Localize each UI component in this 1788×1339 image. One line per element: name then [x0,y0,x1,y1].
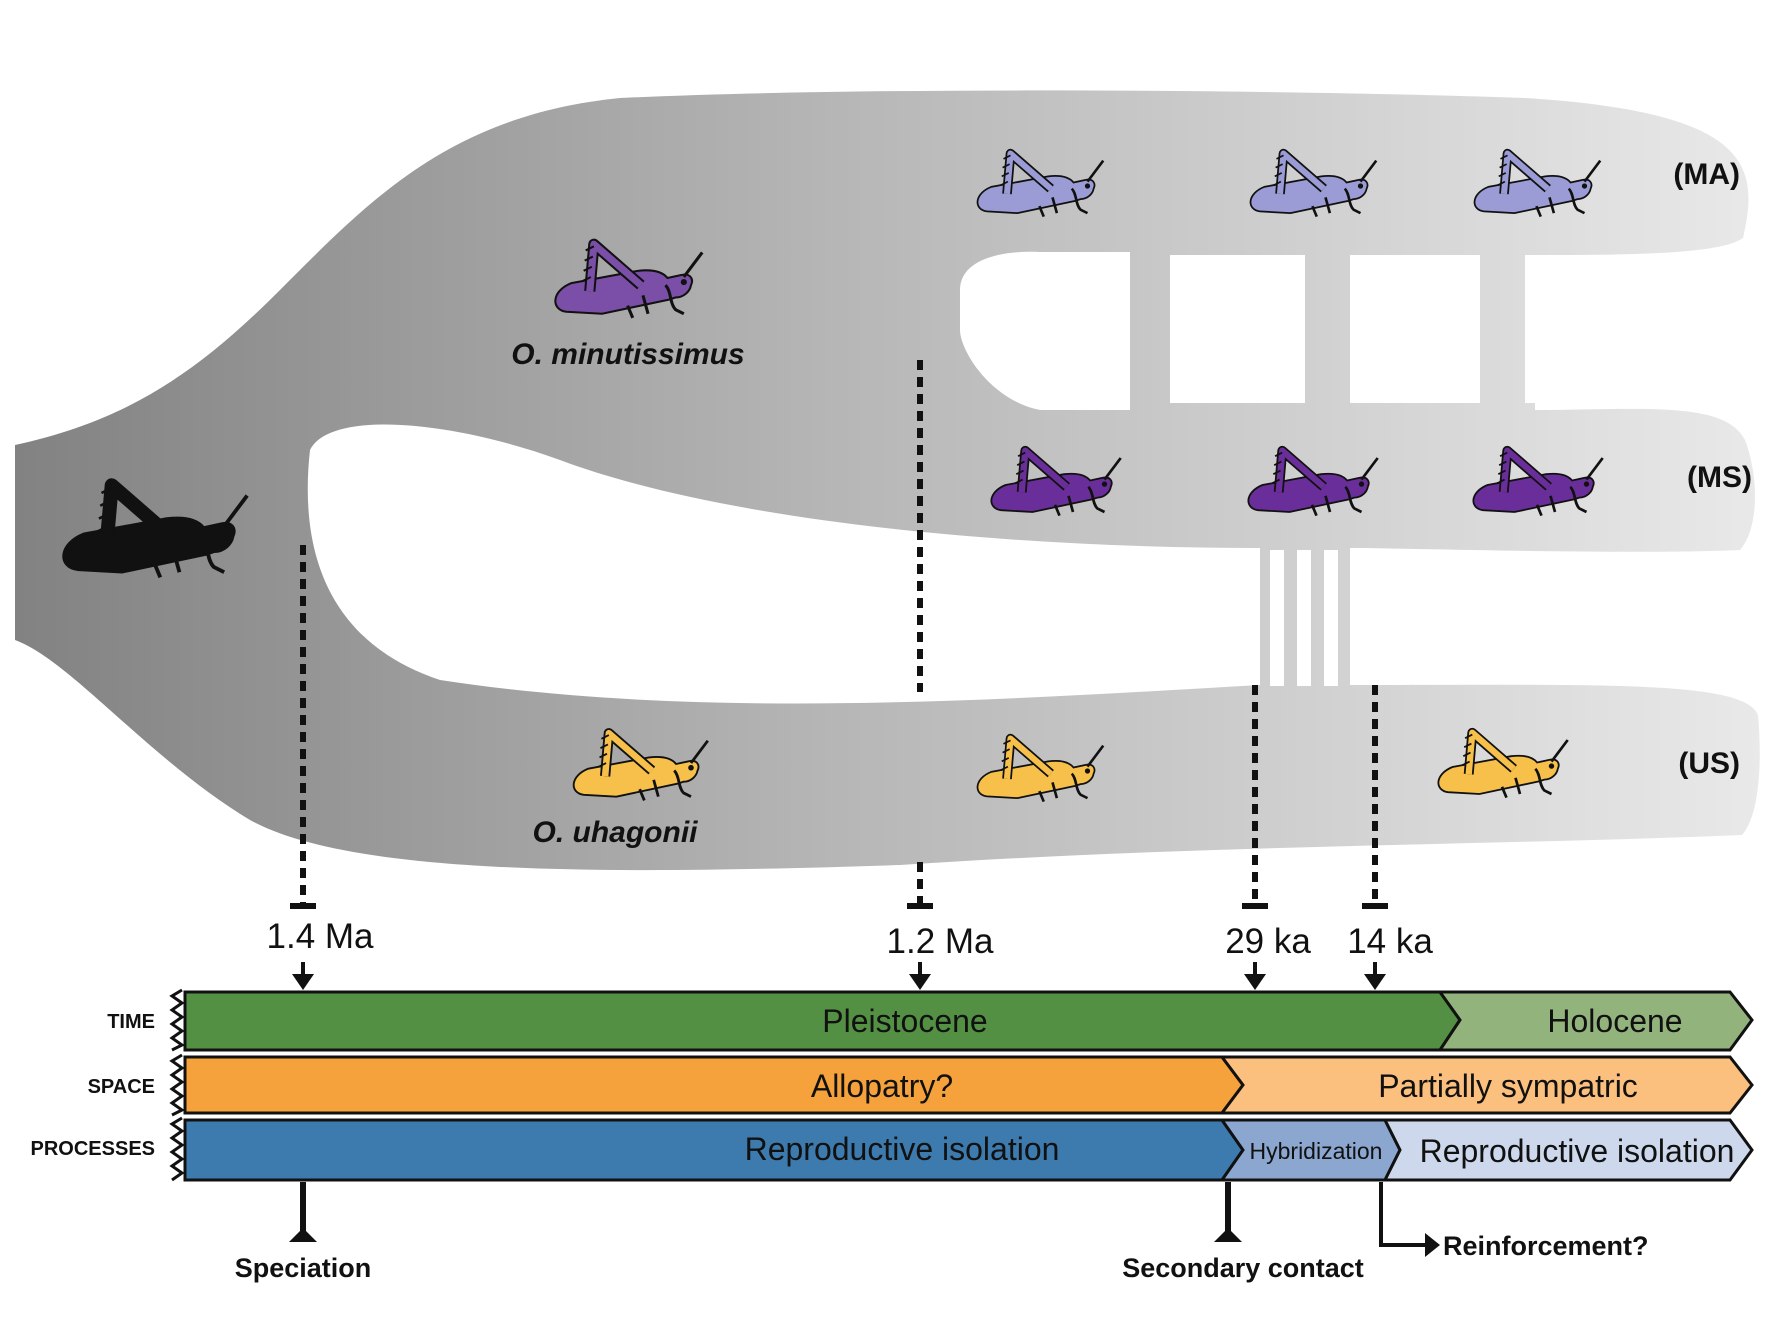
time-label-4: 14 ka [1347,922,1433,961]
label-pleistocene: Pleistocene [822,1003,987,1039]
species-label-minutissimus: O. minutissimus [511,338,744,371]
event-label-reinforcement: Reinforcement? [1443,1231,1649,1261]
bar-partially-sympatric [1219,1055,1754,1115]
time-marker-3 [1242,685,1268,909]
population-label-ms: (MS) [1687,461,1752,494]
label-hybridization: Hybridization [1250,1138,1383,1164]
arrow-down-icon [909,962,931,990]
bar-holocene [1437,990,1754,1052]
event-label-secondary-contact: Secondary contact [1122,1253,1364,1283]
bar-labels: Pleistocene Holocene Allopatry? Partiall… [745,1003,1735,1169]
bar-reproductive-isolation [183,1118,1245,1182]
secondary-contact-marker [1214,1182,1242,1242]
event-markers [289,1182,1440,1257]
time-marker-2 [907,360,933,909]
ma-ms-gene-flow-gaps [1170,255,1745,403]
row-label-processes: PROCESSES [31,1138,155,1160]
bar-allopatry [183,1055,1245,1115]
arrow-down-icon [1364,962,1386,990]
gap [1324,550,1338,686]
ms-us-gene-flow-gaps [1270,550,1338,686]
time-arrows [292,962,1386,990]
time-label-2: 1.2 Ma [887,922,995,961]
arrow-down-icon [1244,962,1266,990]
gap [1525,255,1665,403]
population-label-us: (US) [1678,747,1740,780]
event-label-speciation: Speciation [235,1253,372,1283]
arrow-down-icon [292,962,314,990]
population-label-ma: (MA) [1673,158,1740,191]
gap [1297,550,1311,686]
species-label-uhagonii: O. uhagonii [533,816,699,849]
bar-reproductive-isolation-2 [1382,1118,1754,1182]
gap [1170,255,1305,403]
time-marker-4 [1362,685,1388,909]
label-holocene: Holocene [1547,1003,1682,1039]
row-label-space: SPACE [88,1076,155,1098]
reinforcement-marker [1379,1182,1440,1257]
timeline-bars [183,990,1754,1182]
label-partially-sympatric: Partially sympatric [1378,1068,1638,1104]
tree-shape [15,90,1760,871]
label-reproductive-isolation-2: Reproductive isolation [1420,1133,1735,1169]
phylogeny-tree [15,90,1760,871]
label-allopatry: Allopatry? [811,1068,953,1104]
row-label-time: TIME [107,1011,155,1033]
time-label-1: 1.4 Ma [267,917,375,956]
row-labels: TIME SPACE PROCESSES [31,1011,155,1160]
time-label-3: 29 ka [1225,922,1311,961]
label-reproductive-isolation: Reproductive isolation [745,1131,1060,1167]
time-markers [290,360,1388,909]
gap [1710,255,1745,403]
speciation-marker [289,1182,317,1242]
gap [1350,255,1480,403]
break-marks [169,988,185,1182]
time-marker-1 [290,545,316,909]
gap [1270,550,1284,686]
